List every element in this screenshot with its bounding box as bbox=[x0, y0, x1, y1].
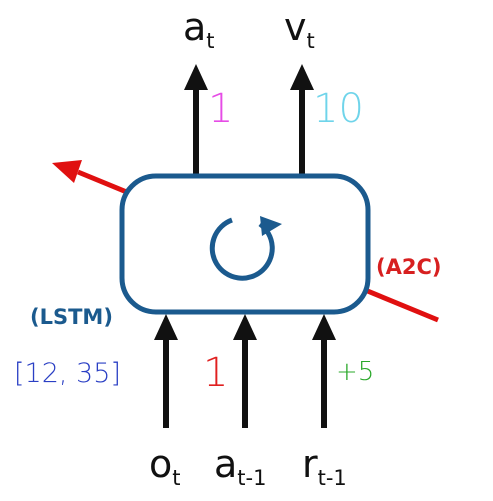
value-output-label: vt bbox=[284, 5, 315, 53]
lstm-cell bbox=[119, 173, 371, 315]
value-output-arrow bbox=[290, 64, 314, 178]
prev-action-input-value: 1 bbox=[203, 350, 228, 396]
action-output-label: at bbox=[183, 5, 215, 53]
observation-input-label: ot bbox=[149, 442, 180, 490]
action-output-value: 1 bbox=[208, 86, 233, 132]
lstm-label: (LSTM) bbox=[30, 305, 113, 329]
observation-input-arrow bbox=[154, 314, 178, 428]
observation-input-value: [12, 35] bbox=[14, 358, 121, 389]
prev-action-input-arrow bbox=[233, 314, 257, 428]
prev-reward-input-arrow bbox=[312, 314, 336, 428]
value-output-value: 10 bbox=[313, 86, 364, 132]
recurrent-loop-icon bbox=[209, 216, 282, 281]
action-output-arrow bbox=[184, 64, 208, 178]
prev-action-input-label: at-1 bbox=[214, 442, 266, 490]
prev-reward-input-label: rt-1 bbox=[302, 442, 347, 490]
prev-reward-input-value: +5 bbox=[336, 357, 374, 387]
a2c-label: (A2C) bbox=[376, 255, 441, 279]
